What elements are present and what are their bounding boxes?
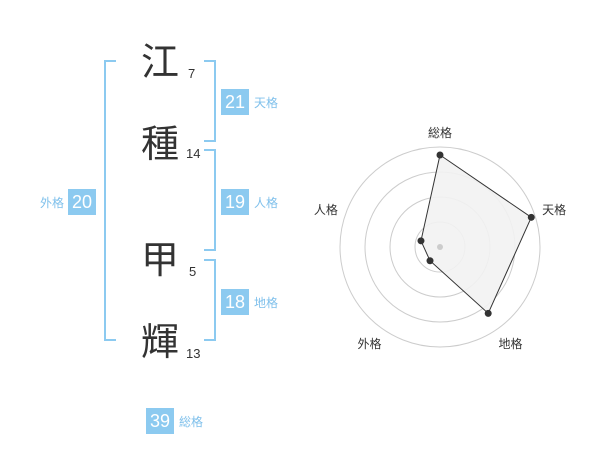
jinkaku-label: 人格 [254,195,279,210]
radar-axis-label-3: 地格 [499,336,523,351]
tenkaku-bracket [204,60,216,142]
radar-center [437,244,443,250]
name-char-2: 種 [140,122,179,166]
jinkaku-bracket [204,149,216,251]
name-char-1: 江 [140,40,179,84]
radar-point-2 [527,213,535,221]
stroke-count-4: 13 [186,346,201,361]
radar-point-5 [417,237,425,245]
radar-axis-label-2: 天格 [542,202,566,217]
chikaku-value: 18 [221,289,249,315]
stroke-count-2: 14 [186,146,201,161]
radar-axis-label-1: 総格 [428,125,452,140]
radar-axis-label-4: 外格 [357,336,381,351]
radar-point-1 [436,151,444,159]
tenkaku-value: 21 [221,89,249,115]
chikaku-bracket [204,259,216,341]
soukaku-value: 39 [146,408,174,434]
tenkaku-badge: 21 天格 [221,89,278,115]
radar-point-3 [484,309,492,317]
name-char-3: 甲 [140,238,179,282]
gaikaku-value: 20 [68,189,97,215]
gaikaku-bracket [104,60,116,341]
chikaku-label: 地格 [254,295,279,310]
gaikaku-badge: 20 外格 [40,189,97,215]
tenkaku-label: 天格 [254,95,279,110]
radar-axis-label-5: 人格 [314,202,338,217]
stroke-count-3: 5 [189,264,197,279]
radar-shape [420,154,532,315]
radar-ring [339,146,541,348]
jinkaku-value: 19 [221,189,249,215]
soukaku-badge: 39 総格 [146,408,203,434]
jinkaku-badge: 19 人格 [221,189,278,215]
chikaku-badge: 18 地格 [221,289,278,315]
radar-point-4 [426,257,434,265]
radar-points [417,151,535,317]
gaikaku-label: 外格 [40,195,65,210]
soukaku-label: 総格 [179,414,204,429]
name-char-4: 輝 [140,320,179,364]
stroke-count-1: 7 [188,66,196,81]
